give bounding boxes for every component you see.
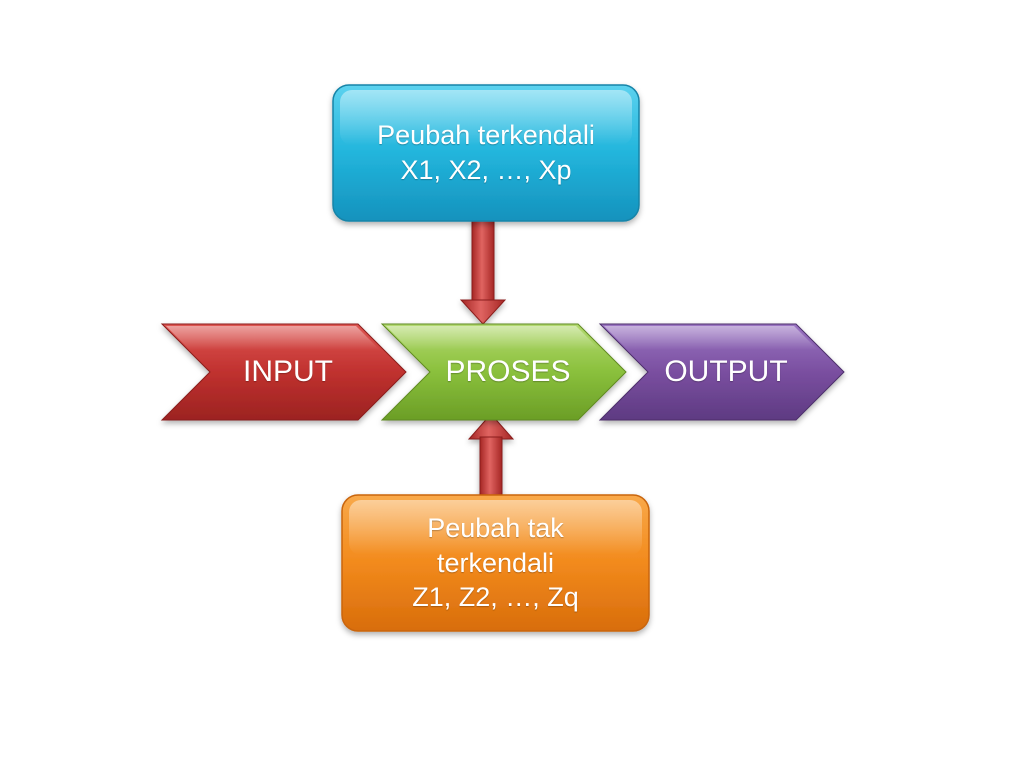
down-arrow [459, 219, 507, 325]
output-label: OUTPUT [664, 355, 788, 388]
proses-label: PROSES [445, 355, 571, 388]
input-chevron [160, 323, 407, 421]
up-arrow [467, 413, 515, 500]
controlled-variables-list: X1, X2, …, Xp [400, 155, 572, 185]
controlled-variables-label: Peubah terkendali X1, X2, …, Xp [333, 85, 639, 221]
controlled-variables-box [332, 84, 640, 222]
uncontrolled-variables-title-line2: terkendali [436, 547, 555, 578]
input-label: INPUT [243, 355, 333, 388]
uncontrolled-variables-box [341, 494, 650, 632]
proses-chevron [380, 323, 627, 421]
uncontrolled-variables-title-line1: Peubah tak [427, 513, 564, 544]
uncontrolled-variables-label: Peubah tak terkendali Z1, Z2, …, Zq [342, 495, 649, 631]
output-chevron [598, 323, 845, 421]
controlled-variables-title: Peubah terkendali [377, 120, 595, 151]
uncontrolled-variables-list: Z1, Z2, …, Zq [412, 582, 579, 613]
